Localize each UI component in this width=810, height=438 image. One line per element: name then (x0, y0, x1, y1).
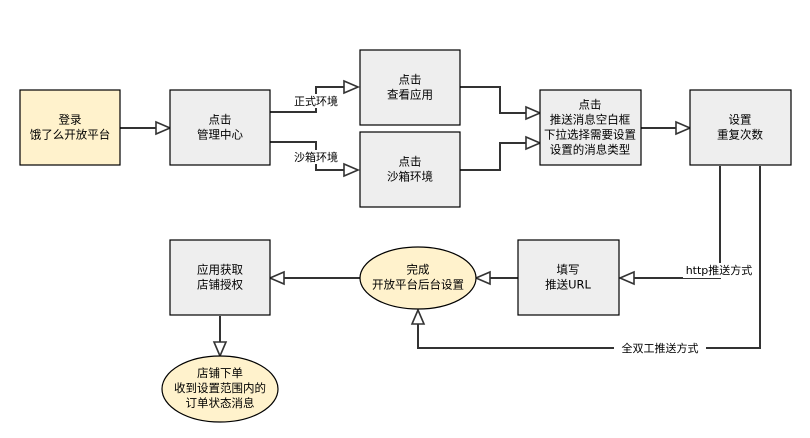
node-authorize-text: 应用获取店铺授权 (197, 263, 243, 292)
edge-view-app-to-push (460, 86, 543, 121)
node-done-text: 完成开放平台后台设置 (372, 263, 464, 292)
login-line: 登录 (59, 113, 82, 127)
label-bg-sandbox (290, 150, 342, 164)
edge-label-duplex: 全双工推送方式 (622, 341, 699, 355)
node-authorize: 应用获取店铺授权 (169, 239, 271, 316)
node-order: 店铺下单收到设置范围内的订单状态消息 (161, 355, 279, 423)
node-sandbox: 点击沙箱环境 (359, 131, 461, 208)
edge-sandbox-to-push (460, 135, 543, 171)
node-admin: 点击管理中心 (169, 89, 271, 166)
node-view-app: 点击查看应用 (359, 49, 461, 126)
done-line: 开放平台后台设置 (372, 278, 464, 292)
view-app-line: 查看应用 (387, 88, 433, 102)
push-msg-line: 推送消息空白框 (550, 113, 631, 127)
push-msg-line: 下拉选择需要设置 (544, 128, 636, 142)
authorize-line: 应用获取 (197, 263, 243, 277)
order-line: 订单状态消息 (186, 396, 255, 410)
node-fill-url-text: 填写推送URL (545, 263, 591, 292)
fill-url-line: 推送URL (545, 278, 591, 292)
edge-done-to-authorize (267, 270, 360, 286)
fill-url-line: 填写 (557, 263, 580, 277)
node-admin-text: 点击管理中心 (197, 113, 243, 142)
sandbox-line: 点击 (399, 155, 422, 169)
node-done: 完成开放平台后台设置 (359, 246, 477, 310)
push-msg-line: 点击 (579, 98, 602, 112)
node-login-text: 登录饿了么开放平台 (30, 113, 111, 142)
order-line: 店铺下单 (197, 366, 243, 380)
node-push-msg: 点击推送消息空白框下拉选择需要设置设置的消息类型 (539, 89, 642, 166)
edge-login-to-admin (120, 120, 173, 136)
admin-line: 点击 (209, 113, 232, 127)
edge-label-prod: 正式环境 (294, 94, 338, 108)
node-login: 登录饿了么开放平台 (19, 89, 121, 166)
order-line: 收到设置范围内的 (174, 381, 266, 395)
node-push-msg-text: 点击推送消息空白框下拉选择需要设置设置的消息类型 (544, 98, 636, 157)
done-line: 完成 (407, 263, 430, 277)
admin-line: 管理中心 (197, 128, 243, 142)
edge-push-to-retry (641, 120, 693, 136)
authorize-line: 店铺授权 (197, 278, 243, 292)
login-line: 饿了么开放平台 (30, 128, 111, 142)
edge-label-http: http推送方式 (686, 263, 753, 277)
node-sandbox-text: 点击沙箱环境 (387, 155, 433, 184)
edge-retry-to-done (410, 166, 761, 349)
node-retry-text: 设置重复次数 (717, 113, 763, 142)
retry-line: 重复次数 (717, 128, 763, 142)
retry-line: 设置 (729, 113, 752, 127)
view-app-line: 点击 (399, 73, 422, 87)
edge-authorize-to-order (212, 316, 228, 359)
node-retry: 设置重复次数 (689, 89, 792, 166)
node-fill-url: 填写推送URL (517, 239, 620, 316)
label-bg-duplex (614, 340, 706, 356)
push-msg-line: 设置的消息类型 (550, 143, 631, 157)
label-bg-prod (290, 94, 342, 108)
node-order-text: 店铺下单收到设置范围内的订单状态消息 (174, 366, 266, 410)
node-view-app-text: 点击查看应用 (387, 73, 433, 102)
edge-label-sandbox: 沙箱环境 (294, 150, 338, 164)
edge-fill-url-to-done (473, 270, 518, 286)
label-bg-http (683, 263, 755, 278)
sandbox-line: 沙箱环境 (387, 170, 433, 184)
